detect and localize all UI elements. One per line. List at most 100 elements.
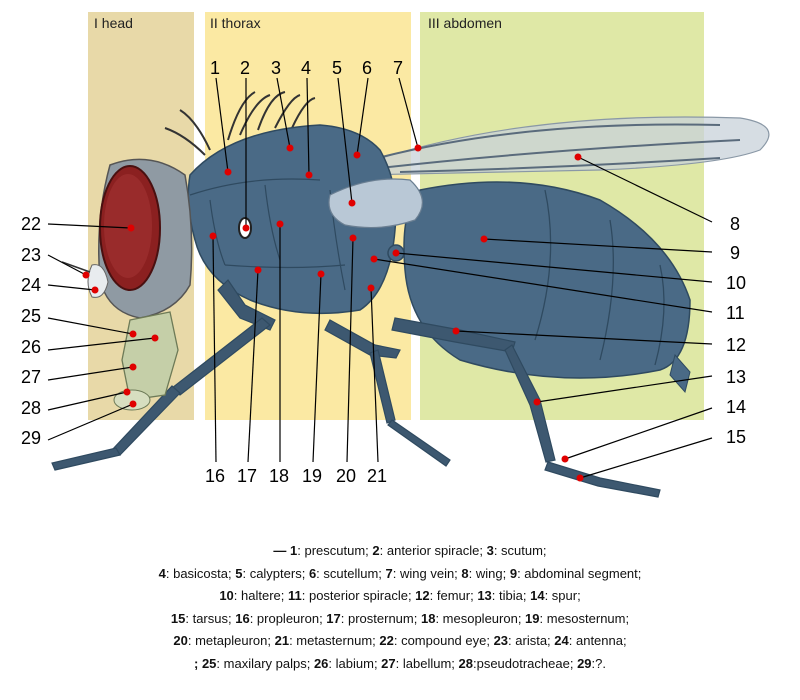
legend-number: 13 [477, 588, 492, 603]
legend-number: — 1 [273, 543, 298, 558]
legend-row: 20: metapleuron; 21: metasternum; 22: co… [0, 630, 800, 653]
label-28: 28 [21, 398, 41, 418]
abdomen-segment-lines [534, 189, 665, 366]
legend-term: : spur; [544, 588, 581, 603]
legend-number: 29 [577, 655, 592, 671]
legend-term: : calypters; [242, 565, 309, 581]
number-labels: 1 2 3 4 5 6 7 8 9 10 11 12 13 14 15 16 1… [21, 58, 746, 486]
legend-number: 5 [235, 565, 243, 581]
legend-term: :?. [591, 655, 606, 671]
legend-number: 8 [461, 565, 469, 581]
label-27: 27 [21, 367, 41, 387]
label-20: 20 [336, 466, 356, 486]
legend-number: 27 [381, 655, 396, 671]
legend-term: :pseudotracheae; [472, 655, 578, 671]
label-19: 19 [302, 466, 322, 486]
label-26: 26 [21, 337, 41, 357]
legend-number: 3 [486, 543, 494, 558]
label-15: 15 [726, 427, 746, 447]
legend-number: 22 [379, 633, 394, 648]
label-11: 11 [726, 303, 745, 323]
legend-term: : maxilary palps; [216, 655, 314, 671]
legend-number: 7 [385, 565, 393, 581]
label-5: 5 [332, 58, 342, 78]
head-region-label: I head [94, 15, 133, 31]
legend-number: 14 [530, 588, 545, 603]
legend-row: — 1: prescutum; 2: anterior spiracle; 3:… [0, 540, 800, 563]
label-12: 12 [726, 335, 746, 355]
legend-term: : mesopleuron; [435, 610, 526, 626]
label-18: 18 [269, 466, 289, 486]
label-14: 14 [726, 397, 746, 417]
label-21: 21 [367, 466, 387, 486]
legend-row: ; 25: maxilary palps; 26: labium; 27: la… [0, 653, 800, 676]
legend-term: : tarsus; [185, 610, 236, 626]
legend-term: : metapleuron; [187, 633, 275, 648]
legend-number: 28 [458, 655, 473, 671]
legend-number: 23 [493, 633, 509, 648]
label-23: 23 [21, 245, 41, 265]
legend-number: 20 [173, 633, 188, 648]
calypters [328, 178, 423, 229]
legend-number: 21 [274, 633, 290, 648]
label-25: 25 [21, 306, 41, 326]
label-22: 22 [21, 214, 41, 234]
label-7: 7 [393, 58, 403, 78]
wing-veins [369, 123, 741, 173]
label-24: 24 [21, 275, 41, 295]
leader-lines [47, 77, 713, 479]
label-8: 8 [730, 214, 740, 234]
label-13: 13 [726, 367, 746, 387]
legend-number: 6 [308, 565, 317, 581]
legend-term: : posterior spiracle; [301, 588, 416, 603]
legend-term: : labium; [328, 655, 382, 671]
label-17: 17 [237, 466, 257, 486]
legend-number: 4 [158, 565, 166, 581]
legend-term: : anterior spiracle; [379, 543, 487, 558]
legend-number: 15 [170, 610, 186, 626]
labellum-pad [113, 389, 151, 411]
legend-term: : propleuron; [249, 610, 327, 626]
label-6: 6 [362, 58, 372, 78]
legend-term: : scutellum; [316, 565, 386, 581]
thorax-region-label: II thorax [210, 15, 261, 31]
label-2: 2 [240, 58, 250, 78]
legend-number: 24 [554, 633, 569, 648]
thorax-bristles [164, 91, 316, 156]
legend-number: 18 [420, 610, 436, 626]
legend-number: ; 25 [194, 655, 217, 671]
legend-term: : antenna; [568, 633, 627, 648]
legend-number: 16 [235, 610, 250, 626]
legend-term: : wing; [468, 565, 510, 581]
legend-number: 9 [509, 565, 518, 581]
legend-term: : wing vein; [392, 565, 462, 581]
legend: — 1: prescutum; 2: anterior spiracle; 3:… [0, 540, 800, 675]
legend-term: : metasternum; [289, 633, 380, 648]
label-9: 9 [730, 243, 740, 263]
legend-term: : basicosta; [165, 565, 236, 581]
legend-term: : mesosternum; [539, 610, 630, 626]
legend-term: : femur; [429, 588, 478, 603]
legend-number: 17 [326, 610, 341, 626]
abdomen-tip [669, 353, 691, 394]
label-4: 4 [301, 58, 311, 78]
label-1: 1 [210, 58, 220, 78]
legend-number: 2 [372, 543, 380, 558]
legend-term: : arista; [508, 633, 555, 648]
arista [61, 261, 91, 273]
legend-row: 4: basicosta; 5: calypters; 6: scutellum… [0, 563, 800, 586]
legend-term: : scutum; [493, 543, 547, 558]
label-3: 3 [271, 58, 281, 78]
legend-row: 10: haltere; 11: posterior spiracle; 12:… [0, 585, 800, 608]
fly-illustration: I head II thorax III abdomen [21, 12, 770, 498]
label-10: 10 [726, 273, 746, 293]
legend-term: : compound eye; [393, 633, 494, 648]
label-16: 16 [205, 466, 225, 486]
legend-number: 11 [287, 588, 302, 603]
marker-dots [82, 144, 584, 482]
legend-term: : prescutum; [297, 543, 373, 558]
legend-number: 10 [219, 588, 234, 603]
legs [51, 279, 661, 498]
legend-term: : haltere; [233, 588, 288, 603]
